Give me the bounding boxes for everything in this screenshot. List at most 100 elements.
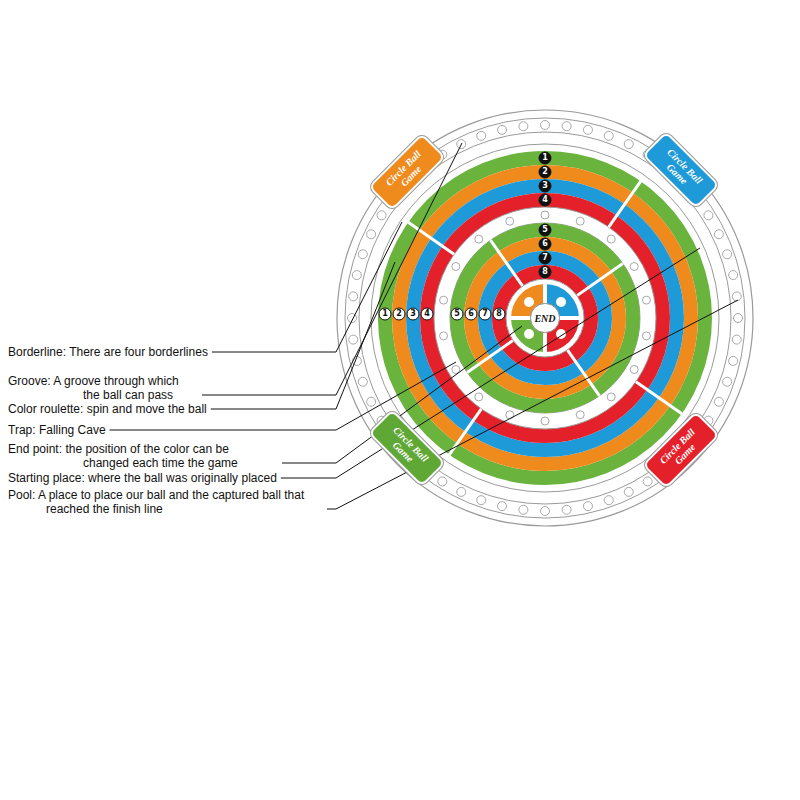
pool-hole bbox=[349, 292, 358, 301]
pool-hole bbox=[477, 496, 486, 505]
callout-number: 8 bbox=[493, 308, 505, 320]
borderline bbox=[467, 340, 513, 372]
end-hole bbox=[524, 297, 534, 307]
pool-hole bbox=[541, 121, 550, 130]
borderline bbox=[609, 181, 641, 227]
groove bbox=[541, 211, 549, 219]
pool-hole bbox=[367, 397, 376, 406]
pool-hole bbox=[714, 397, 723, 406]
pool-hole bbox=[723, 250, 732, 259]
pool-hole bbox=[729, 356, 738, 365]
number-disc bbox=[479, 308, 491, 320]
pool-hole bbox=[714, 230, 723, 239]
groove bbox=[440, 332, 448, 340]
callout-number: 1 bbox=[379, 308, 391, 320]
pool-hole bbox=[604, 131, 613, 140]
leader-line bbox=[327, 300, 738, 509]
pool-holes bbox=[348, 121, 743, 516]
number-disc bbox=[539, 166, 551, 178]
leader-line bbox=[211, 262, 395, 409]
leader-line bbox=[281, 248, 700, 478]
borderline bbox=[491, 240, 523, 286]
pool-hole bbox=[732, 292, 741, 301]
blue-band bbox=[413, 186, 677, 450]
pool-hole bbox=[583, 125, 592, 134]
gap-inner-edge bbox=[450, 223, 640, 413]
red-band bbox=[499, 272, 591, 364]
pool-hole bbox=[358, 250, 367, 259]
number-disc bbox=[379, 308, 391, 320]
pool-hole bbox=[457, 487, 466, 496]
groove bbox=[607, 393, 615, 401]
pool-hole bbox=[349, 335, 358, 344]
pool-hole bbox=[498, 125, 507, 134]
pool-hole bbox=[541, 507, 550, 516]
end-hole bbox=[556, 297, 566, 307]
number-disc bbox=[539, 180, 551, 192]
callout-number: 7 bbox=[539, 252, 551, 264]
pool-hole bbox=[477, 131, 486, 140]
callout-number: 3 bbox=[539, 180, 551, 192]
pool-hole bbox=[583, 502, 592, 511]
pool-hole bbox=[604, 496, 613, 505]
number-disc bbox=[539, 238, 551, 250]
borderline bbox=[408, 222, 454, 254]
number-disc bbox=[451, 308, 463, 320]
callout-number: 3 bbox=[407, 308, 419, 320]
pool-hole bbox=[519, 505, 528, 514]
callout-number: 4 bbox=[421, 308, 433, 320]
number-disc bbox=[539, 194, 551, 206]
groove bbox=[475, 235, 483, 243]
end-disc bbox=[506, 279, 584, 357]
groove bbox=[576, 217, 584, 225]
groove bbox=[642, 332, 650, 340]
end-hole bbox=[524, 329, 534, 339]
number-disc bbox=[393, 308, 405, 320]
callout-number: 6 bbox=[465, 308, 477, 320]
pool-hole bbox=[438, 477, 447, 486]
number-disc bbox=[407, 308, 419, 320]
callout-number: 5 bbox=[539, 224, 551, 236]
groove bbox=[440, 296, 448, 304]
node-text: END bbox=[534, 313, 555, 324]
pool-hole bbox=[732, 335, 741, 344]
game-board bbox=[337, 110, 753, 526]
pool-hole bbox=[624, 487, 633, 496]
number-disc bbox=[539, 266, 551, 278]
orange-band bbox=[471, 244, 619, 392]
pool-hole bbox=[352, 271, 361, 280]
pool-track bbox=[337, 110, 753, 526]
number-disc bbox=[465, 308, 477, 320]
end-point: END bbox=[530, 303, 559, 332]
pool-hole bbox=[723, 377, 732, 386]
number-disc bbox=[539, 252, 551, 264]
borderline bbox=[636, 382, 682, 414]
groove bbox=[541, 417, 549, 425]
green-band bbox=[385, 158, 705, 478]
callout-number: 2 bbox=[539, 166, 551, 178]
groove bbox=[642, 296, 650, 304]
callout-number: 5 bbox=[451, 308, 463, 320]
callout-text: End point: the position of the color can… bbox=[8, 442, 278, 470]
callout-text: Groove: A groove through which the ball … bbox=[8, 374, 198, 402]
groove bbox=[607, 235, 615, 243]
pool-hole bbox=[498, 502, 507, 511]
callout-text: Trap: Falling Cave bbox=[8, 423, 106, 437]
pool-inner-edge bbox=[359, 132, 731, 504]
callout-text: Starting place: where the ball was origi… bbox=[8, 471, 277, 485]
pool-ring bbox=[345, 118, 745, 518]
callout-text: Pool: A place to place our ball and the … bbox=[8, 488, 323, 516]
borderline bbox=[567, 350, 599, 396]
pool-hole bbox=[358, 377, 367, 386]
pool-hole bbox=[562, 122, 571, 131]
callout-text: Color roulette: spin and move the ball bbox=[8, 402, 207, 416]
borderline bbox=[577, 264, 623, 296]
gap-outer-edge bbox=[434, 207, 656, 429]
groove bbox=[630, 366, 638, 374]
callout-number: 4 bbox=[539, 194, 551, 206]
number-disc bbox=[539, 224, 551, 236]
callout-number: 7 bbox=[479, 308, 491, 320]
pool-hole bbox=[377, 211, 386, 220]
pool-hole bbox=[643, 477, 652, 486]
